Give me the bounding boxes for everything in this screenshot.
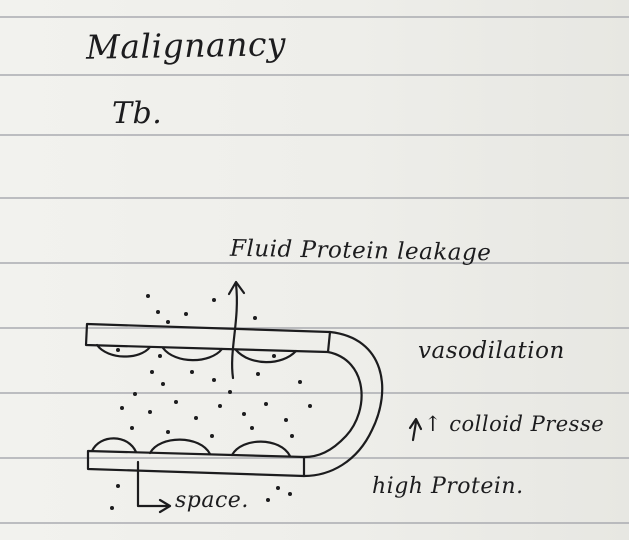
fluid-protein-leakage-label: Fluid Protein leakage bbox=[230, 236, 492, 267]
endothelial-cell bbox=[150, 440, 210, 454]
space-label: space. bbox=[175, 488, 249, 513]
upper-vessel-wall bbox=[86, 324, 330, 352]
lower-vessel-wall bbox=[88, 451, 304, 476]
endothelial-cell bbox=[163, 348, 222, 360]
high-protein-label: high Protein. bbox=[372, 474, 524, 499]
endothelial-cell bbox=[232, 442, 290, 456]
right-arrow-icon bbox=[138, 462, 168, 506]
endothelial-cell bbox=[92, 438, 136, 452]
vessel-bend-inner bbox=[304, 352, 362, 457]
vasodilation-label: vasodilation bbox=[418, 338, 565, 364]
up-arrow-icon bbox=[232, 284, 237, 378]
colloid-pressure-label: ↑ colloid Presse bbox=[424, 412, 604, 436]
